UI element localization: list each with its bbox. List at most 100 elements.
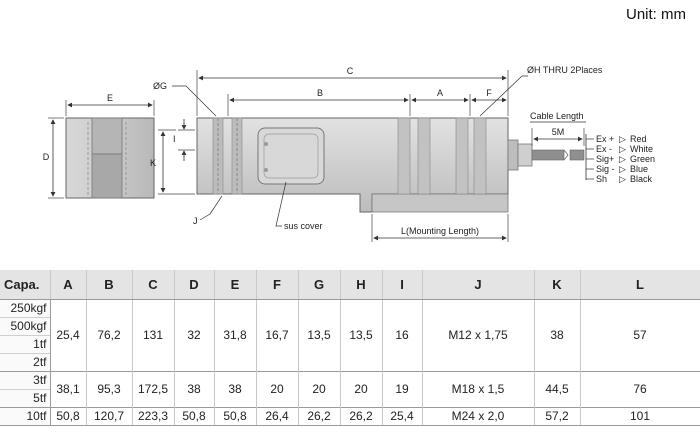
wire-ex-plus: Ex + ▷ Red [586, 134, 647, 144]
value-e: 50,8 [214, 407, 257, 426]
wire-ex-minus: Ex - ▷ White [586, 144, 653, 154]
dimension-table: Capa. A B C D E F G H I J K L 250kgf 25,… [0, 270, 700, 426]
wire-color: White [630, 144, 653, 154]
value-c: 131 [132, 299, 175, 372]
table-row: 500kgf [0, 317, 700, 336]
value-d: 50,8 [174, 407, 215, 426]
capacity-cell: 500kgf [0, 317, 51, 336]
sus-cover-label: sus cover [284, 221, 323, 231]
value-i: 25,4 [382, 407, 423, 426]
header-d: D [174, 270, 215, 300]
table-row: 1tf [0, 335, 700, 354]
wire-arrow: ▷ [619, 174, 626, 184]
dim-label-i: I [173, 134, 176, 144]
value-a: 38,1 [50, 371, 87, 408]
header-e: E [214, 270, 257, 300]
value-l: 57 [580, 299, 700, 372]
value-h: 20 [340, 371, 383, 408]
header-g: G [298, 270, 341, 300]
capacity-cell: 2tf [0, 353, 51, 372]
dim-label-a: A [437, 88, 443, 98]
dim-label-b: B [317, 88, 323, 98]
table-row: 3tf 38,1 95,3 172,5 38 38 20 20 20 19 M1… [0, 371, 700, 408]
wiring-legend: Ex + ▷ Red Ex - ▷ White Sig+ ▷ Green Sig… [586, 134, 655, 184]
value-l: 76 [580, 371, 700, 408]
side-view: C B A F ØG ØH THRU 2Places I K J sus cov… [150, 65, 603, 242]
header-f: F [256, 270, 299, 300]
value-h: 26,2 [340, 407, 383, 426]
dim-label-k: K [150, 158, 156, 168]
wire-signal: Sh [596, 174, 607, 184]
header-b: B [86, 270, 133, 300]
capacity-cell: 250kgf [0, 299, 51, 318]
table-row: 250kgf 25,4 76,2 131 32 31,8 16,7 13,5 1… [0, 299, 700, 372]
value-l: 101 [580, 407, 700, 426]
wire-shield: Sh ▷ Black [586, 174, 653, 184]
dim-label-d: D [43, 152, 50, 162]
header-j: J [422, 270, 535, 300]
header-capa: Capa. [0, 270, 51, 300]
capacity-cell: 1tf [0, 335, 51, 354]
wire-signal: Ex - [596, 144, 612, 154]
wire-signal: Ex + [596, 134, 614, 144]
dim-label-c: C [347, 66, 354, 76]
table-row: 5tf [0, 389, 700, 408]
wire-color: Green [630, 154, 655, 164]
value-e: 31,8 [214, 299, 257, 372]
wire-signal: Sig+ [596, 154, 614, 164]
header-h: H [340, 270, 383, 300]
wire-arrow: ▷ [619, 144, 626, 154]
value-j: M18 x 1,5 [422, 371, 535, 408]
header-k: K [534, 270, 581, 300]
value-i: 19 [382, 371, 423, 408]
header-i: I [382, 270, 423, 300]
dim-label-g: ØG [153, 81, 167, 91]
table-header-row: Capa. A B C D E F G H I J K L [0, 270, 700, 300]
end-view: E D [43, 93, 155, 199]
value-a: 50,8 [50, 407, 87, 426]
technical-drawing: E D C [43, 65, 655, 242]
value-j: M12 x 1,75 [422, 299, 535, 372]
mounting-length-label: L(Mounting Length) [401, 226, 479, 236]
table-row: 2tf [0, 353, 700, 372]
wire-sig-minus: Sig - ▷ Blue [586, 164, 648, 174]
dim-label-j: J [193, 216, 198, 226]
wire-sig-plus: Sig+ ▷ Green [586, 154, 655, 164]
value-a: 25,4 [50, 299, 87, 372]
header-c: C [132, 270, 175, 300]
value-c: 223,3 [132, 407, 175, 426]
cable-length-label: Cable Length [530, 111, 584, 121]
value-c: 172,5 [132, 371, 175, 408]
header-a: A [50, 270, 87, 300]
capacity-cell: 10tf [0, 407, 51, 426]
cable-5m-label: 5M [552, 127, 565, 137]
thru-holes-label: ØH THRU 2Places [527, 65, 603, 75]
wire-arrow: ▷ [619, 134, 626, 144]
value-f: 26,4 [256, 407, 299, 426]
capacity-cell: 5tf [0, 389, 51, 408]
value-g: 26,2 [298, 407, 341, 426]
value-b: 95,3 [86, 371, 133, 408]
wire-color: Black [630, 174, 653, 184]
value-g: 13,5 [298, 299, 341, 372]
wire-color: Red [630, 134, 647, 144]
dim-label-f: F [486, 88, 492, 98]
capacity-cell: 3tf [0, 371, 51, 390]
wire-arrow: ▷ [619, 154, 626, 164]
value-d: 38 [174, 371, 215, 408]
value-g: 20 [298, 371, 341, 408]
value-h: 13,5 [340, 299, 383, 372]
value-f: 20 [256, 371, 299, 408]
value-e: 38 [214, 371, 257, 408]
wire-color: Blue [630, 164, 648, 174]
value-d: 32 [174, 299, 215, 372]
value-j: M24 x 2,0 [422, 407, 535, 426]
value-b: 120,7 [86, 407, 133, 426]
value-k: 57,2 [534, 407, 581, 426]
wire-arrow: ▷ [619, 164, 626, 174]
header-l: L [580, 270, 700, 300]
value-k: 44,5 [534, 371, 581, 408]
unit-label: Unit: mm [626, 6, 686, 23]
value-k: 38 [534, 299, 581, 372]
wire-signal: Sig - [596, 164, 615, 174]
